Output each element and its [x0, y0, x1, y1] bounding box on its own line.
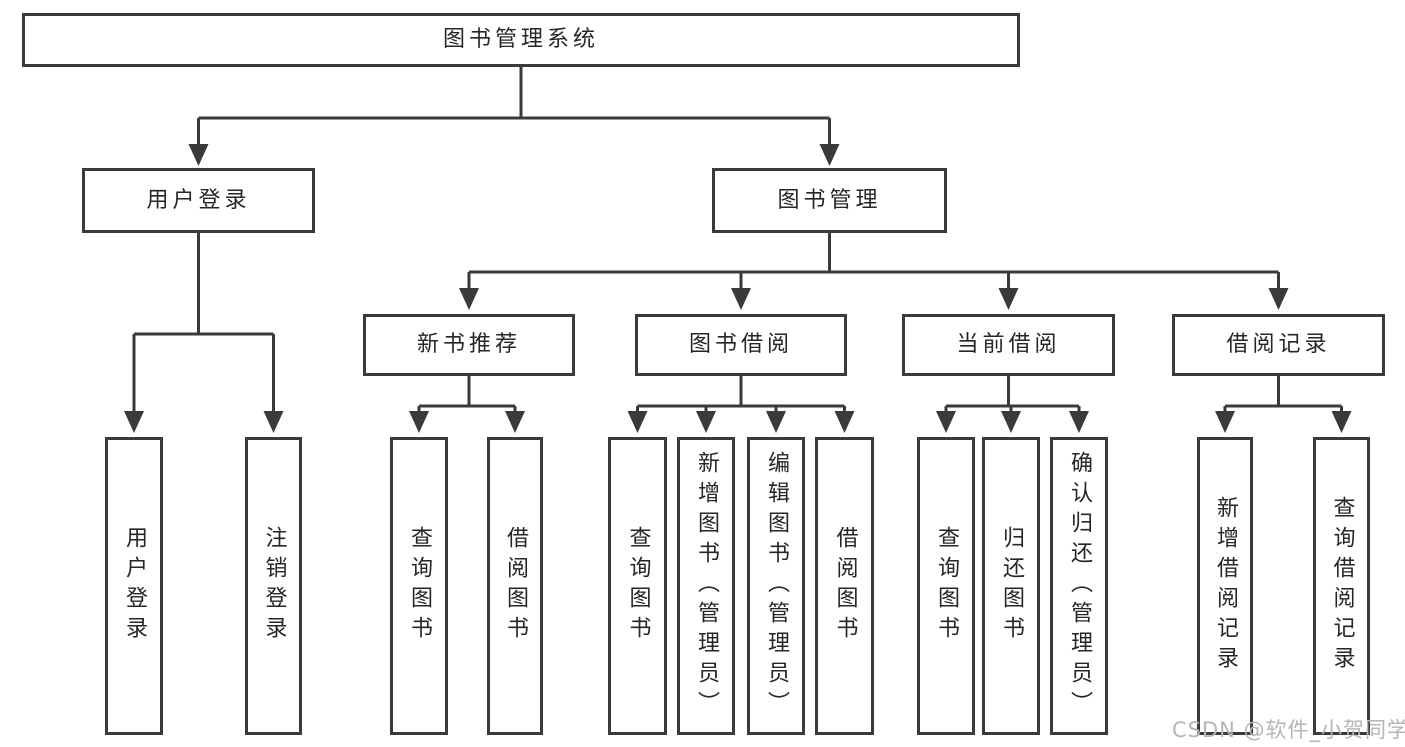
leaf-query-books-current: 查询图书 — [917, 437, 975, 735]
node-current-borrowing: 当前借阅 — [902, 314, 1115, 376]
node-label: 归还图书 — [999, 526, 1024, 646]
node-label: 注销登录 — [261, 526, 287, 646]
node-label: 查询借阅记录 — [1329, 496, 1355, 676]
arrow-icon — [766, 411, 786, 433]
arrow-icon — [459, 288, 479, 310]
node-label: 编辑图书（管理员） — [764, 451, 789, 721]
leaf-add-books-admin: 新增图书（管理员） — [677, 437, 735, 735]
leaf-add-borrow-record: 新增借阅记录 — [1197, 437, 1253, 735]
node-label: 当前借阅 — [956, 332, 1061, 357]
arrow-icon — [124, 411, 144, 433]
arrow-icon — [505, 411, 525, 433]
node-user-login: 用户登录 — [82, 168, 315, 233]
arrow-icon — [1069, 411, 1089, 433]
leaf-logout: 注销登录 — [245, 437, 302, 735]
node-label: 新增借阅记录 — [1213, 496, 1238, 676]
arrow-icon — [731, 288, 751, 310]
arrow-icon — [409, 411, 429, 433]
arrow-icon — [188, 144, 209, 166]
leaf-edit-books-admin: 编辑图书（管理员） — [747, 437, 805, 735]
node-label: 新增图书（管理员） — [694, 451, 719, 721]
arrow-icon — [696, 411, 716, 433]
arrow-icon — [936, 411, 956, 433]
node-label: 查询图书 — [625, 526, 651, 646]
node-label: 新书推荐 — [416, 332, 521, 357]
leaf-query-books-borrowing: 查询图书 — [608, 437, 667, 735]
leaf-query-books-recommend: 查询图书 — [390, 437, 448, 735]
arrow-icon — [834, 411, 855, 433]
leaf-return-books: 归还图书 — [982, 437, 1040, 735]
arrow-icon — [998, 288, 1019, 310]
node-label: 用户登录 — [122, 526, 147, 646]
leaf-borrow-books-recommend: 借阅图书 — [487, 437, 543, 735]
node-label: 借阅图书 — [832, 526, 858, 646]
node-new-book-recommend: 新书推荐 — [363, 314, 575, 376]
node-label: 查询图书 — [407, 526, 432, 646]
arrow-icon — [1215, 411, 1235, 433]
arrow-icon — [263, 411, 284, 433]
node-label: 确认归还（管理员） — [1067, 451, 1092, 721]
connector-paths — [132, 67, 1343, 413]
node-label: 借阅图书 — [503, 526, 528, 646]
leaf-borrow-books: 借阅图书 — [815, 437, 874, 735]
leaf-user-login: 用户登录 — [105, 437, 163, 735]
node-label: 图书借阅 — [688, 332, 793, 357]
arrowheads — [124, 144, 1352, 433]
node-library-management-system: 图书管理系统 — [22, 13, 1020, 67]
leaf-confirm-return-admin: 确认归还（管理员） — [1050, 437, 1108, 735]
node-label: 用户登录 — [146, 187, 251, 213]
node-book-management: 图书管理 — [712, 168, 947, 233]
node-label: 查询图书 — [934, 526, 959, 646]
watermark: CSDN @软件_小贺同学 — [1172, 718, 1405, 742]
arrow-icon — [627, 411, 648, 433]
node-label: 图书管理 — [777, 187, 882, 213]
node-label: 借阅记录 — [1226, 332, 1331, 357]
node-borrow-records: 借阅记录 — [1172, 314, 1385, 376]
arrow-icon — [819, 144, 840, 166]
arrow-icon — [1331, 411, 1352, 433]
arrow-icon — [1001, 411, 1021, 433]
leaf-query-borrow-record: 查询借阅记录 — [1313, 437, 1370, 735]
node-book-borrowing: 图书借阅 — [635, 314, 847, 376]
arrow-icon — [1268, 288, 1289, 310]
node-label: 图书管理系统 — [442, 27, 599, 52]
